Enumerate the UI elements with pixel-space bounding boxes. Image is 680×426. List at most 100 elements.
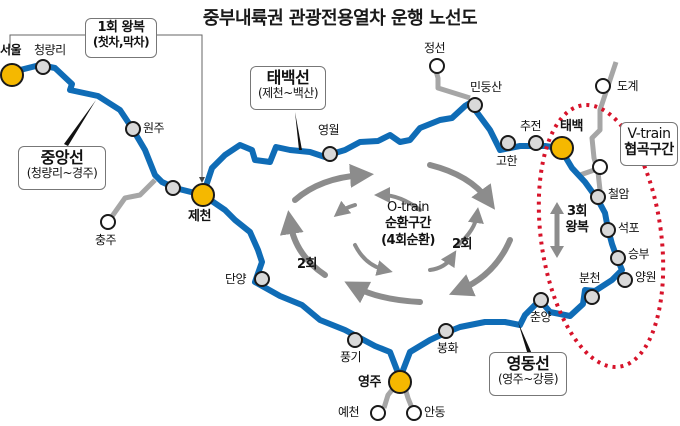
- station-cheongnyangni: [35, 59, 51, 75]
- arrow-inner-bottom-left: [353, 243, 393, 276]
- taebaek-line-range: (제천~백산): [257, 86, 319, 101]
- vtrain-label: V-train 협곡구간: [620, 122, 678, 166]
- jungang-line-label: 중앙선 (청량리~경주): [18, 146, 106, 190]
- station-bonghwa: [438, 323, 454, 339]
- yeongdong-line-name: 영동선: [506, 354, 550, 373]
- label-jeongseon: 정선: [424, 41, 446, 55]
- arrow-inner-bottom-right: [428, 250, 457, 272]
- label-cheoram: 철암: [608, 187, 630, 201]
- round-trip-detail: (첫차,막차): [92, 34, 150, 49]
- label-dogye: 도계: [617, 79, 639, 93]
- label-bonghwa: 봉화: [437, 341, 459, 355]
- otrain-cycles: (4회순환): [381, 232, 435, 248]
- station-jeongseon: [429, 58, 445, 74]
- otrain-name: O-train: [386, 200, 430, 215]
- arrow-inner-left: [333, 200, 357, 217]
- station-danyang: [254, 271, 270, 287]
- taebaek-pointer: [295, 112, 302, 150]
- label-chunyang: 춘양: [530, 310, 552, 324]
- otrain-section: 순환구간: [385, 216, 431, 232]
- label-yecheon: 예천: [338, 405, 360, 419]
- label-andong: 안동: [424, 405, 446, 419]
- taebaek-line: [200, 100, 563, 198]
- label-seoul: 서울: [0, 43, 22, 57]
- station-seungbu: [610, 250, 626, 266]
- main-lines: [9, 62, 625, 381]
- label-danyang: 단양: [225, 272, 247, 286]
- label-taebaek: 태백: [560, 119, 583, 134]
- station-unnamed-dogye-branch: [592, 159, 608, 175]
- jungang-pointer: [64, 100, 96, 146]
- otrain-label: O-train 순환구간 (4회순환): [368, 200, 448, 249]
- map-title: 중부내륙권 관광전용열차 운행 노선도: [202, 8, 478, 29]
- label-gohan: 고한: [496, 154, 518, 168]
- taebaek-line-label: 태백선 (제천~백산): [250, 66, 326, 110]
- label-yangwon: 양원: [635, 270, 657, 284]
- otrain-left-count: 2회: [297, 257, 318, 272]
- label-seokpo: 석포: [618, 221, 640, 235]
- station-buncheon: [584, 289, 600, 305]
- station-cheoram: [590, 189, 606, 205]
- arrow-inner-right: [456, 207, 484, 247]
- arrow-inner-top: [374, 187, 422, 212]
- label-cheongnyangni: 청량리: [34, 43, 66, 57]
- station-mindungsan: [467, 97, 483, 113]
- station-yeongwol: [322, 146, 338, 162]
- station-gohan: [500, 135, 516, 151]
- label-jecheon: 제천: [188, 209, 211, 224]
- round-trip-callout: 1회 왕복 (첫차,막차): [85, 18, 157, 58]
- station-andong: [406, 405, 422, 421]
- jungang-line-range: (청량리~경주): [26, 166, 98, 181]
- station-unnamed-near-jecheon: [165, 180, 181, 196]
- station-chujeon: [528, 135, 544, 151]
- round-trip-count: 1회 왕복: [97, 20, 145, 35]
- label-wonju: 원주: [143, 121, 165, 135]
- label-mindungsan: 민둥산: [470, 80, 502, 94]
- label-yeongju: 영주: [358, 375, 381, 390]
- station-wonju: [125, 121, 141, 137]
- yeongdong-line-label: 영동선 (영주~강릉): [489, 352, 567, 396]
- vtrain-trips-type: 왕복: [565, 220, 589, 236]
- jungang-line-name: 중앙선: [40, 148, 84, 167]
- station-punggi: [347, 332, 363, 348]
- station-yangwon: [617, 272, 633, 288]
- station-yeongju: [388, 370, 412, 394]
- round-trip-leader-line-left: [9, 34, 85, 48]
- circulation-arrows: [279, 162, 513, 305]
- round-trip-leader-line: [155, 34, 205, 183]
- station-seoul: [0, 63, 24, 87]
- vtrain-zone-boundary: [536, 103, 666, 369]
- vtrain-trips: 3회 왕복: [563, 204, 591, 237]
- label-pointers: [64, 100, 532, 355]
- vtrain-section: 협곡구간: [624, 142, 674, 159]
- arrow-outer-top: [292, 163, 374, 203]
- station-seokpo: [600, 222, 616, 238]
- station-taebaek: [550, 136, 574, 160]
- yeongdong-pointer: [518, 322, 532, 355]
- label-buncheon: 분천: [579, 271, 601, 285]
- arrow-outer-left: [279, 210, 328, 278]
- taebaek-line-name: 태백선: [266, 68, 310, 87]
- station-chunyang: [533, 292, 549, 308]
- station-jecheon: [191, 183, 215, 207]
- arrow-outer-right: [427, 162, 496, 210]
- label-chungju: 충주: [95, 233, 117, 247]
- station-chungju: [100, 214, 116, 230]
- vtrain-double-arrow: [550, 202, 564, 258]
- jungang-south-line: [200, 192, 403, 381]
- label-yeongwol: 영월: [318, 123, 340, 137]
- label-punggi: 풍기: [340, 350, 362, 364]
- otrain-right-count: 2회: [452, 237, 473, 252]
- station-dogye: [595, 78, 611, 94]
- label-seungbu: 승부: [628, 247, 650, 261]
- vtrain-name: V-train: [627, 126, 671, 142]
- jungang-line: [9, 62, 206, 198]
- arrow-outer-bottom: [344, 281, 423, 305]
- station-yecheon: [370, 405, 386, 421]
- arrow-outer-bottom-right: [448, 237, 513, 297]
- stations: [0, 58, 633, 421]
- branch-chungju: [105, 178, 157, 224]
- yeongdong-line-range: (영주~강릉): [497, 372, 559, 387]
- vtrain-trips-count: 3회: [566, 204, 588, 219]
